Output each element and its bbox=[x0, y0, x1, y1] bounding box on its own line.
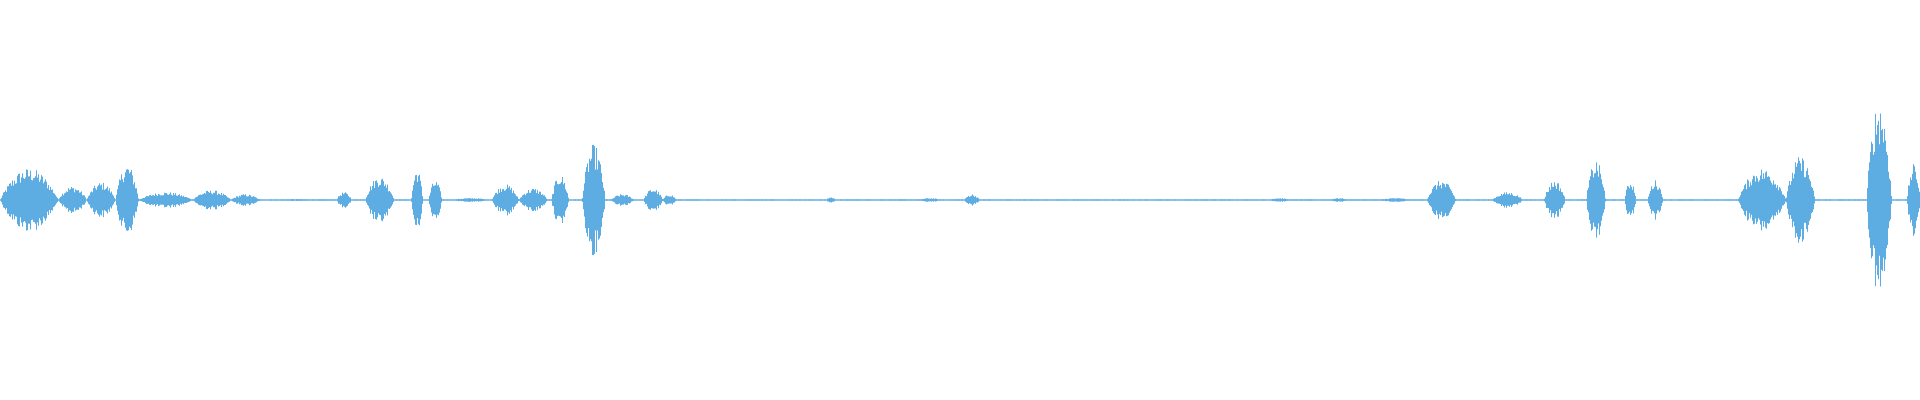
waveform-samples bbox=[0, 113, 1920, 287]
waveform-bars bbox=[0, 113, 1920, 287]
